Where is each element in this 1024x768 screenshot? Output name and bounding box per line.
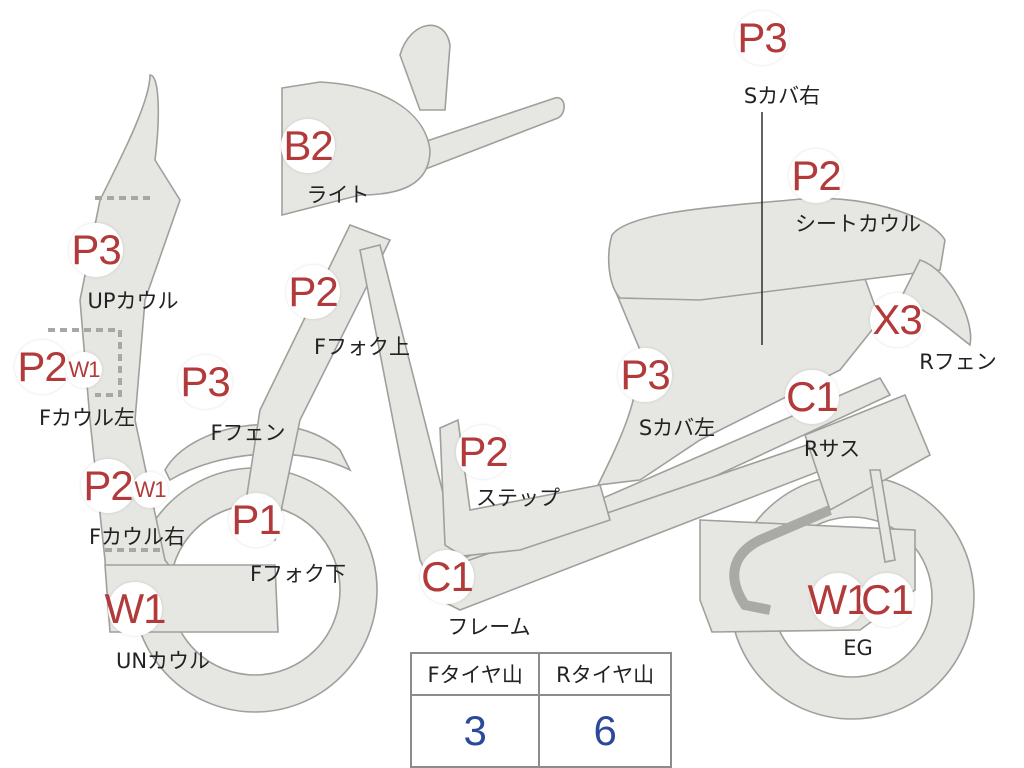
eg-extra-code: C1 [860, 573, 914, 627]
eg-code: W1 [808, 573, 870, 627]
scover-right-label: Sカバ右 [743, 84, 821, 108]
r-fender-code: X3 [870, 293, 924, 347]
rear-tire-header: Rタイヤ山 [538, 652, 672, 696]
frame-label: フレーム [447, 615, 531, 639]
scover-left-code: P3 [618, 348, 672, 402]
tire-table-header-row: Fタイヤ山 Rタイヤ山 [409, 652, 672, 696]
step-label: ステップ [476, 486, 560, 510]
ffork-lower-label: Fフォク下 [249, 562, 347, 586]
fcowl-right-code: P2 [81, 459, 135, 513]
seat-cowl-code: P2 [789, 149, 843, 203]
ffork-lower-code: P1 [229, 493, 283, 547]
ffork-upper-code: P2 [286, 265, 340, 319]
step-code: P2 [456, 425, 510, 479]
frame-code: C1 [420, 550, 474, 604]
front-tire-header: Fタイヤ山 [409, 652, 541, 696]
exhaust-pipe [729, 505, 832, 615]
fcowl-left-label: Fカウル左 [38, 406, 136, 430]
light-code: B2 [281, 119, 335, 173]
fcowl-right-label: Fカウル右 [88, 525, 186, 549]
r-sus-code: C1 [785, 370, 839, 424]
r-sus-label: Rサス [803, 437, 861, 461]
front-tire-value: 3 [409, 694, 541, 768]
headlight-housing [281, 81, 431, 217]
fcowl-left-extra-code: W1 [66, 352, 102, 388]
rear-shock-rod [869, 469, 896, 563]
f-fender-code: P3 [178, 355, 232, 409]
cowl-seam-mid [48, 328, 122, 397]
f-fender-label: Fフェン [210, 421, 286, 445]
fcowl-left-code: P2 [15, 340, 69, 394]
tire-tread-table: Fタイヤ山 Rタイヤ山 3 6 [409, 652, 672, 768]
windshield [399, 24, 451, 111]
un-cowl-label: UNカウル [115, 649, 211, 673]
scover-left-label: Sカバ左 [638, 416, 716, 440]
tire-table-value-row: 3 6 [409, 694, 672, 768]
seat-cowl-label: シートカウル [795, 212, 921, 236]
rear-suspension-shape [804, 393, 932, 512]
up-cowl-code: P3 [69, 223, 123, 277]
r-fender-label: Rフェン [919, 350, 997, 374]
scover-right-code: P3 [735, 11, 789, 65]
un-cowl-code: W1 [105, 582, 167, 636]
seat [607, 197, 946, 301]
handlebar [398, 96, 565, 177]
fcowl-right-extra-code: W1 [132, 472, 168, 508]
rear-tire-value: 6 [538, 694, 672, 768]
light-label: ライト [306, 183, 370, 207]
eg-label: EG [843, 636, 873, 660]
up-cowl-label: UPカウル [87, 289, 179, 313]
ffork-upper-label: Fフォク上 [313, 335, 411, 359]
